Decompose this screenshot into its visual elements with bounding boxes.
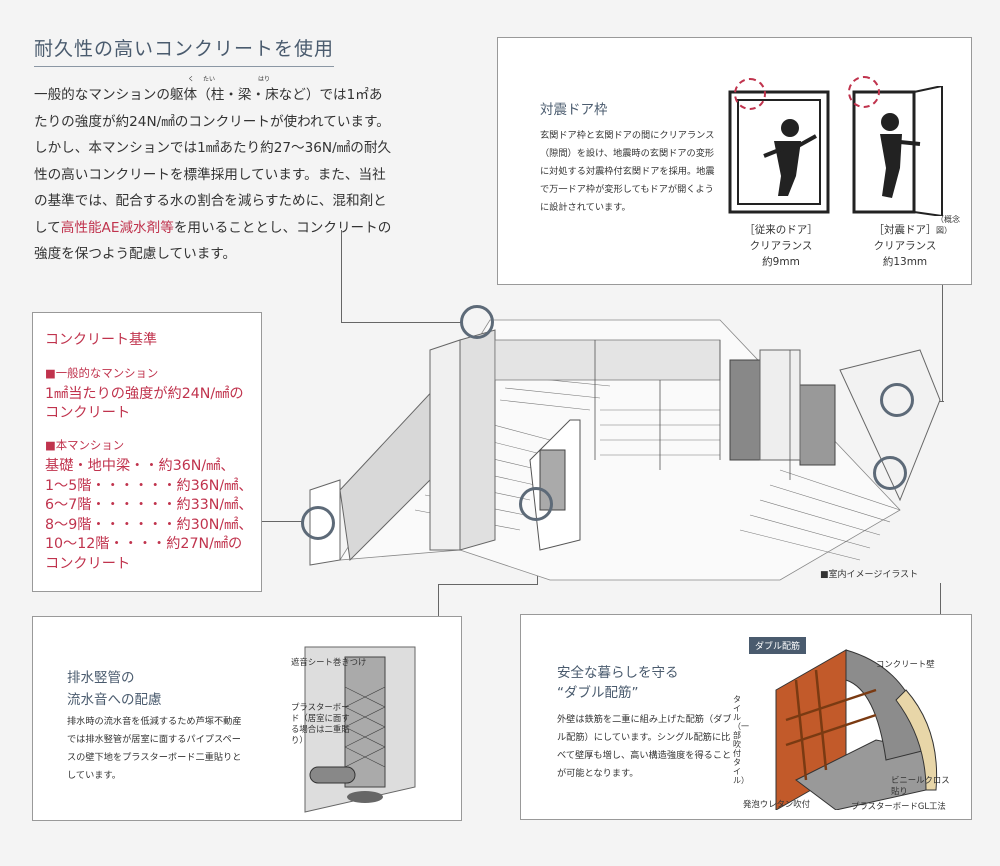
location-marker (880, 383, 914, 417)
location-marker (460, 305, 494, 339)
label-urethane: 発泡ウレタン吹付 (743, 799, 810, 809)
drain-title-line: 流水音への配慮 (67, 692, 162, 708)
label-concrete-wall: コンクリート壁 (876, 659, 935, 669)
connector-line (341, 230, 342, 322)
label-plaster-board: プラスターボード（居室に面する場合は二重貼り） (291, 702, 350, 745)
general-heading: ■一般的なマンション (45, 366, 159, 380)
drain-box-text: 排水時の流水音を低減するため芦塚不動産では排水竪管が居室に面するパイプスペースの… (67, 716, 242, 781)
double-rebar-box: 安全な暮らしを守る “ダブル配筋” 外壁は鉄筋を二重に組み上げた配筋（ダブル配筋… (520, 614, 972, 820)
double-rebar-figure (775, 649, 938, 810)
intro-text-b: を用いることとし、コンクリートの強度を保つよう配慮しています。 (34, 219, 392, 263)
clearance-marker (848, 76, 880, 108)
rebar-box-title: 安全な暮らしを守る “ダブル配筋” (557, 663, 679, 703)
door-box-text: 玄関ドア枠と玄関ドアの間にクリアランス（隙間）を設け、地震時の玄関ドアの変形に対… (540, 130, 715, 213)
connector-line (262, 521, 302, 522)
caption-line: クリアランス (749, 240, 813, 252)
clearance-marker (734, 78, 766, 110)
rebar-badge: ダブル配筋 (749, 637, 807, 654)
connector-line (341, 322, 463, 323)
caption-line: ［従来のドア］ (744, 224, 818, 236)
room-illustration (309, 319, 941, 581)
connector-line (438, 584, 439, 616)
seismic-door-figure (852, 86, 943, 216)
location-marker (301, 506, 335, 540)
connector-line (942, 285, 943, 402)
rebar-title-line: “ダブル配筋” (557, 685, 639, 701)
rebar-box-text: 外壁は鉄筋を二重に組み上げた配筋（ダブル配筋）にしています。シングル配筋に比べて… (557, 714, 732, 779)
strength-line: 8〜9階・・・・・・約30N/㎟、 (45, 516, 253, 533)
seismic-door-caption: ［対震ドア］ クリアランス 約13mm (850, 222, 960, 270)
caption-line: ［対震ドア］ (873, 224, 937, 236)
general-value: 1㎟当たりの強度が約24N/㎟のコンクリート (45, 386, 244, 421)
strength-line: コンクリート (45, 555, 131, 572)
label-sound-sheet: 遮音シート巻きつけ (291, 657, 367, 667)
drain-title-line: 排水竪管の (67, 670, 135, 686)
location-marker (519, 487, 553, 521)
intro-paragraph: 一般的なマンションの躯体（柱・梁・床など）では1㎡あたりの強度が約24N/㎟のコ… (34, 82, 394, 268)
seismic-door-box: 対震ドア枠 玄関ドア枠と玄関ドアの間にクリアランス（隙間）を設け、地震時の玄関ド… (497, 37, 972, 285)
caption-line: 約13mm (882, 256, 928, 268)
caption-line: クリアランス (873, 240, 937, 252)
conventional-door-figure (728, 90, 830, 214)
drain-box-title: 排水竪管の 流水音への配慮 (67, 667, 162, 711)
label-vinyl-cloth: ビニールクロス貼り (891, 775, 950, 796)
intro-text-a: 一般的なマンションの躯体（柱・梁・床など）では1㎡あたりの強度が約24N/㎟のコ… (34, 87, 392, 236)
title-divider (34, 66, 334, 67)
page-title: 耐久性の高いコンクリートを使用 (34, 38, 335, 60)
strength-line: 6〜7階・・・・・・約33N/㎟、 (45, 497, 253, 513)
concrete-box-title: コンクリート基準 (45, 332, 157, 348)
this-lines: 基礎・地中梁・・約36N/㎟、 1〜5階・・・・・・約36N/㎟、 6〜7階・・… (45, 457, 253, 574)
ruby-ku: く (188, 76, 195, 83)
strength-line: 基礎・地中梁・・約36N/㎟、 (45, 458, 235, 474)
concept-note: （概念図） (936, 215, 960, 235)
conventional-door-caption: ［従来のドア］ クリアランス 約9mm (726, 222, 836, 270)
strength-line: 1〜5階・・・・・・約36N/㎟、 (45, 477, 253, 494)
door-box-title: 対震ドア枠 (540, 102, 608, 118)
strength-line: 10〜12階・・・・約27N/㎟の (45, 536, 243, 552)
ruby-tai: たい (203, 76, 216, 83)
intro-highlight: 高性能AE減水剤等 (60, 219, 174, 236)
label-gl-method: プラスターボードGL工法 (851, 801, 946, 811)
this-heading: ■本マンション (45, 438, 125, 452)
concrete-standard-box: コンクリート基準 ■一般的なマンション 1㎟当たりの強度が約24N/㎟のコンクリ… (32, 312, 262, 592)
connector-line (940, 583, 941, 615)
illustration-caption: ■室内イメージイラスト (820, 570, 919, 580)
rebar-title-line: 安全な暮らしを守る (557, 665, 679, 681)
drain-pipe-figure (304, 646, 416, 813)
drain-pipe-box: 排水竪管の 流水音への配慮 排水時の流水音を低減するため芦塚不動産では排水竪管が… (32, 616, 462, 821)
caption-line: 約9mm (762, 256, 800, 268)
connector-line (438, 584, 538, 585)
ruby-hari: はり (258, 76, 271, 83)
label-tile: タイル（一部吹付タイル） (733, 695, 749, 785)
location-marker (873, 456, 907, 490)
